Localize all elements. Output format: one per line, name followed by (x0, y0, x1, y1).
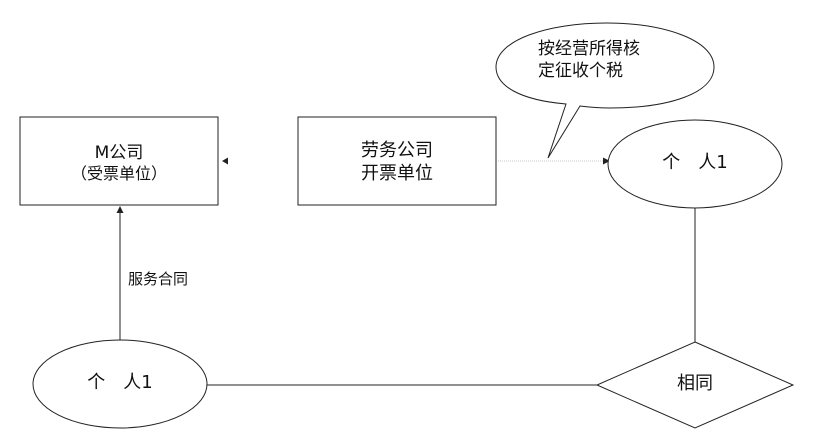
m-company-box (19, 116, 219, 206)
person-bottom-label: 个 人1 (87, 372, 153, 393)
m-company-role: （受票单位） (70, 164, 167, 184)
labor-company-name: 劳务公司 (361, 140, 433, 161)
labor-company-role: 开票单位 (361, 163, 433, 185)
same-diamond (595, 341, 795, 429)
labor-company-box (297, 116, 497, 206)
callout-text: 按经营所得核 定征收个税 (506, 38, 738, 82)
callout-line-2: 定征收个税 (538, 61, 623, 82)
callout-line-1: 按经营所得核 (538, 39, 640, 59)
same-label: 相同 (677, 373, 713, 394)
labor-to-person-arrowhead (603, 157, 610, 165)
m-company-label: M公司 （受票单位） (20, 143, 218, 184)
labor-to-m-arrowhead (222, 157, 228, 165)
labor-company-label: 劳务公司 开票单位 (298, 139, 496, 186)
service-contract-label: 服务合同 (128, 270, 189, 288)
m-company-name: M公司 (94, 143, 144, 163)
callout-bubble (495, 22, 715, 159)
service-contract-arrowhead (116, 206, 124, 213)
person-top-label: 个 人1 (662, 152, 728, 173)
